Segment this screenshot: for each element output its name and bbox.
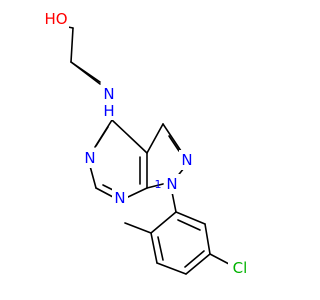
- atom-layer: HO N H N N N N 1 Cl: [43, 8, 252, 278]
- pyrazole-n2-label: N: [181, 151, 192, 169]
- bond-n3-c2: [89, 165, 97, 189]
- bond-c2-n1: [95, 187, 114, 198]
- pyrimidine-n1-label: N: [114, 189, 125, 207]
- bond-ar-c5-c6: [204, 223, 211, 255]
- bond-ar-c2-c3-double: [157, 236, 164, 261]
- bond-n1-c7a-pz: [146, 183, 164, 189]
- bond-ar-c3-c4: [156, 262, 187, 275]
- pyrimidine-n3-label: N: [84, 149, 95, 167]
- pyrazole-n1-label: N: [166, 175, 177, 193]
- molecule-canvas: HO N H N N N N 1 Cl: [43, 8, 252, 278]
- hydroxyl-label: HO: [44, 10, 67, 28]
- structure-diagram: HO N H N N N N 1 Cl: [43, 8, 252, 278]
- bond-c3-n2-double: [168, 135, 180, 152]
- bond-ar-c4-c5: [185, 253, 211, 275]
- amine-n-label: N: [103, 85, 114, 103]
- bond-c4-n3-double: [95, 126, 109, 147]
- pyrazole-n1-locant: 1: [155, 178, 162, 191]
- bond-n1-c7a: [127, 187, 148, 198]
- amine-h-label: H: [103, 102, 114, 120]
- bond-ch2-ch2: [70, 27, 74, 63]
- bond-c3a-c4: [111, 119, 148, 154]
- bond-ar-c1-c2: [150, 211, 177, 234]
- bond-c3-n2: [162, 123, 182, 152]
- bond-ar-c6-c1-double: [177, 219, 201, 231]
- bond-methyl: [124, 222, 152, 234]
- bond-c2-n1-double: [102, 184, 114, 191]
- bond-ar-c6-c1: [175, 211, 206, 225]
- bond-c-cl: [209, 253, 230, 265]
- bond-ar-c2-c3: [150, 232, 158, 264]
- bond-n1-aryl: [171, 191, 177, 213]
- bond-layer: [67, 26, 230, 275]
- bond-c3a-c3: [146, 123, 164, 154]
- chlorine-label: Cl: [233, 259, 248, 277]
- bond-ar-c4-c5-double: [184, 250, 205, 268]
- bond-ch2-nh: [70, 61, 101, 85]
